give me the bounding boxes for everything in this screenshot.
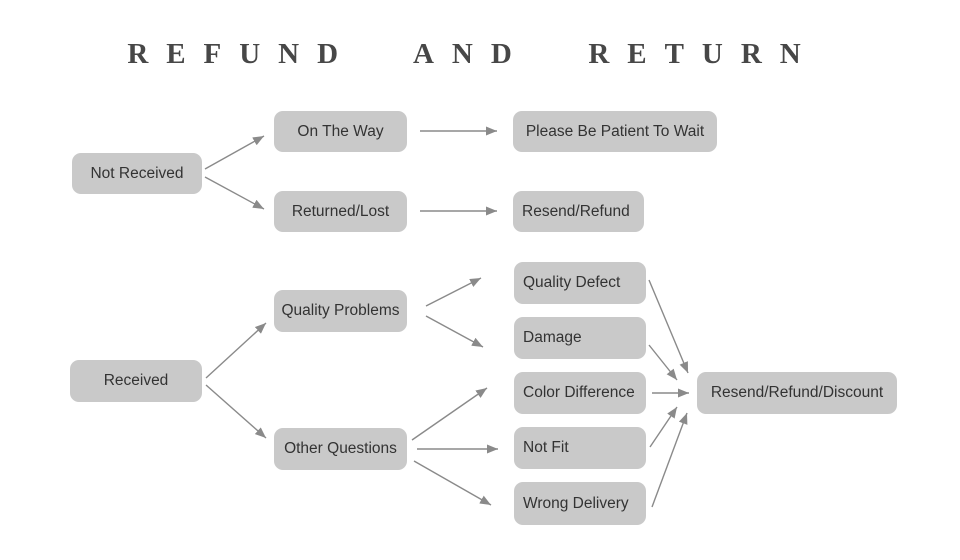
- node-please-be-patient-to-wait: Please Be Patient To Wait: [513, 111, 717, 152]
- arrow-not-fit-final: [649, 406, 678, 448]
- arrow-not-received-returned-lost: [204, 176, 265, 210]
- arrow-received-quality-problems: [205, 322, 267, 379]
- node-resend-refund-discount: Resend/Refund/Discount: [697, 372, 897, 414]
- node-quality-defect: Quality Defect: [514, 262, 646, 304]
- arrow-other-questions-wrong-delivery: [413, 460, 492, 506]
- arrow-quality-defect-final: [648, 279, 689, 374]
- node-not-received: Not Received: [72, 153, 202, 194]
- arrow-not-received-on-the-way: [204, 135, 265, 170]
- node-not-fit: Not Fit: [514, 427, 646, 469]
- node-on-the-way: On The Way: [274, 111, 407, 152]
- page-title: REFUND AND RETURN: [127, 38, 819, 70]
- node-damage: Damage: [514, 317, 646, 359]
- node-received: Received: [70, 360, 202, 402]
- node-returned-lost: Returned/Lost: [274, 191, 407, 232]
- arrow-other-questions-color-difference: [411, 387, 488, 441]
- node-wrong-delivery: Wrong Delivery: [514, 482, 646, 525]
- arrow-damage-final: [648, 344, 678, 381]
- arrow-wrong-delivery-final: [651, 412, 688, 508]
- node-color-difference: Color Difference: [514, 372, 646, 414]
- arrow-quality-problems-quality-defect: [425, 277, 482, 307]
- arrow-quality-problems-damage: [425, 315, 484, 348]
- node-resend-refund: Resend/Refund: [513, 191, 644, 232]
- node-other-questions: Other Questions: [274, 428, 407, 470]
- node-quality-problems: Quality Problems: [274, 290, 407, 332]
- arrow-received-other-questions: [205, 384, 267, 439]
